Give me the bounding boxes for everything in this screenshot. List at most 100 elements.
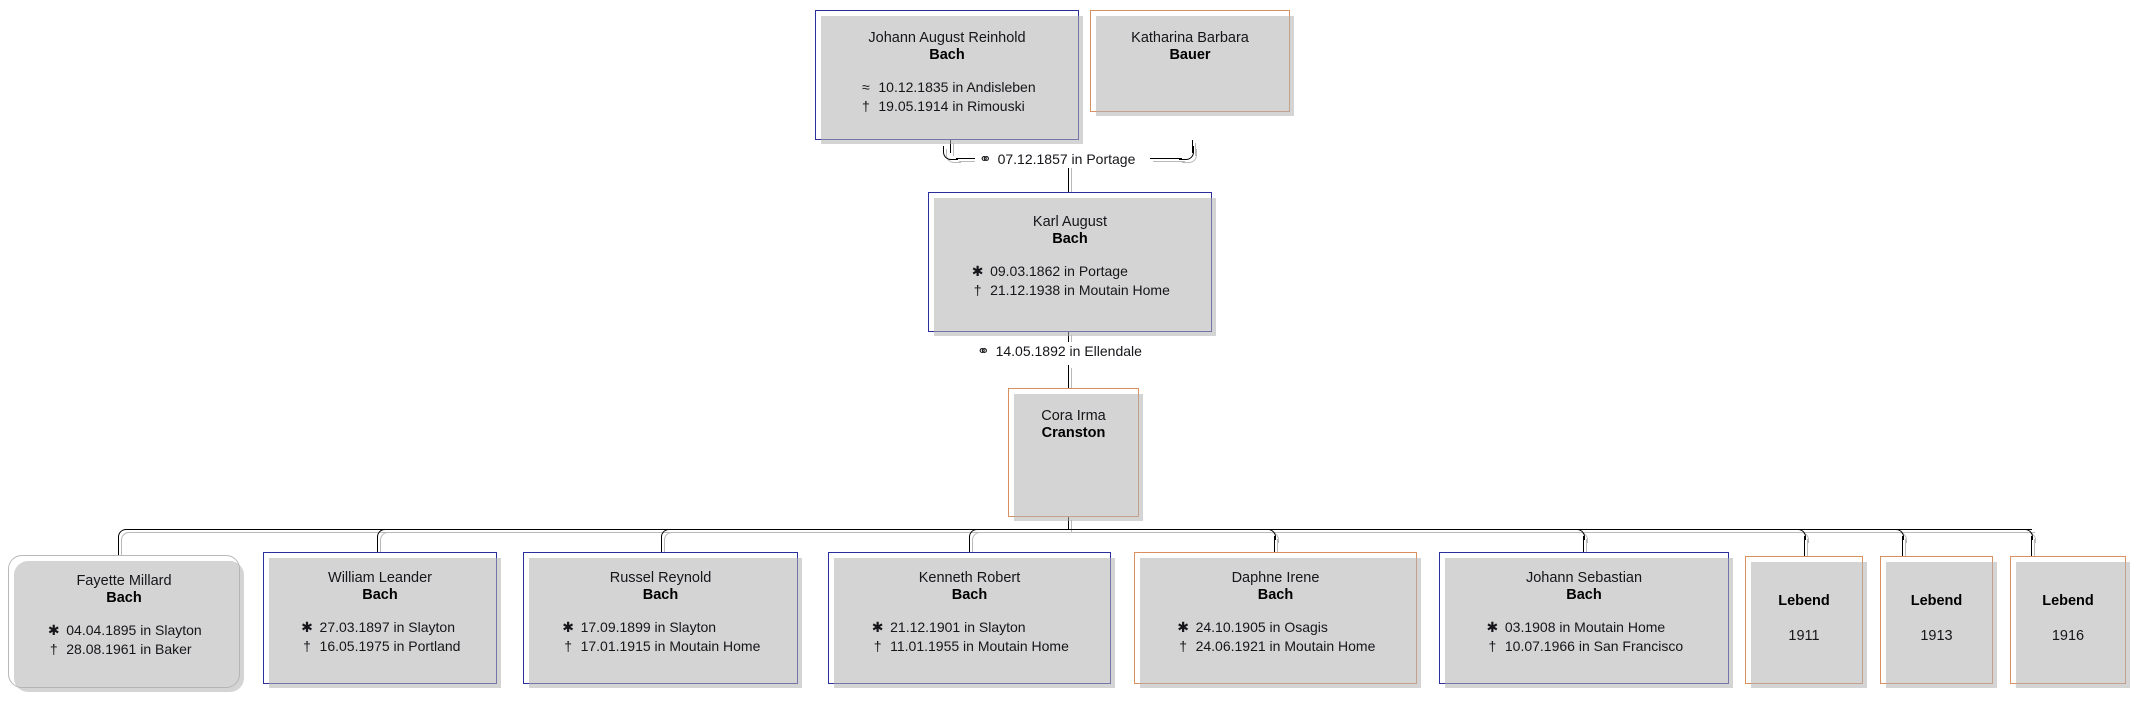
person-events: ✱ 21.12.1901 in Slayton † 11.01.1955 in … xyxy=(870,618,1069,656)
child-elbow-9 xyxy=(2022,529,2033,540)
person-box-katharina-barbara-bauer[interactable]: Katharina Barbara Bauer xyxy=(1090,10,1294,116)
event-row-birth: ✱ 17.09.1899 in Slayton xyxy=(561,618,761,637)
person-given-name: Katharina Barbara xyxy=(1131,30,1249,46)
child-drop-1 xyxy=(118,536,119,556)
person-surname: Bach xyxy=(951,587,988,603)
connector-m1-elbow-right xyxy=(1179,146,1194,160)
child-drop-4 xyxy=(969,536,970,552)
person-living-year: 1916 xyxy=(2051,628,2085,644)
person-box-lebend-1913[interactable]: Lebend 1913 xyxy=(1880,556,1997,688)
person-events: ≈ 10.12.1835 in Andisleben † 19.05.1914 … xyxy=(858,78,1036,116)
event-row-death: † 17.01.1915 in Moutain Home xyxy=(561,637,760,656)
event-row-death: † 10.07.1966 in San Francisco xyxy=(1485,637,1683,656)
person-living-year: 1913 xyxy=(1920,628,1953,644)
connector-m1-bar-right xyxy=(1150,158,1182,159)
person-given-name: Kenneth Robert xyxy=(918,570,1021,586)
person-surname: Bach xyxy=(642,587,679,603)
death-icon: † xyxy=(1179,638,1187,654)
person-box-william-leander-bach[interactable]: William Leander Bach ✱ 27.03.1897 in Sla… xyxy=(263,552,501,688)
person-box-johann-august-reinhold-bach[interactable]: Johann August Reinhold Bach ≈ 10.12.1835… xyxy=(815,10,1083,144)
event-text: 11.01.1955 in Moutain Home xyxy=(890,638,1069,654)
baptism-icon: ≈ xyxy=(862,79,870,95)
person-box-cora-irma-cranston[interactable]: Cora Irma Cranston xyxy=(1008,388,1143,521)
person-given-name: Fayette Millard xyxy=(76,573,172,589)
birth-icon: ✱ xyxy=(971,263,984,279)
child-elbow-8 xyxy=(1893,529,1904,540)
child-drop-5-shadow xyxy=(1277,539,1278,555)
child-elbow-4 xyxy=(969,529,980,540)
person-events: ✱ 24.10.1905 in Osagis † 24.06.1921 in M… xyxy=(1176,618,1376,656)
person-events: ✱ 03.1908 in Moutain Home † 10.07.1966 i… xyxy=(1485,618,1684,656)
person-box-karl-august-bach[interactable]: Karl August Bach ✱ 09.03.1862 in Portage… xyxy=(928,192,1216,336)
person-surname: Bach xyxy=(1257,587,1294,603)
event-row-baptism: ≈ 10.12.1835 in Andisleben xyxy=(858,78,1036,97)
child-elbow-6 xyxy=(1574,529,1585,540)
birth-icon: ✱ xyxy=(1177,619,1189,635)
person-surname: Bach xyxy=(106,590,142,606)
birth-icon: ✱ xyxy=(562,619,574,635)
child-elbow-7 xyxy=(1795,529,1806,540)
event-row-death: † 16.05.1975 in Portland xyxy=(300,637,461,656)
person-box-lebend-1916[interactable]: Lebend 1916 xyxy=(2010,556,2130,688)
person-living-label: Lebend xyxy=(1778,593,1830,609)
person-box-kenneth-robert-bach[interactable]: Kenneth Robert Bach ✱ 21.12.1901 in Slay… xyxy=(828,552,1115,688)
death-icon: † xyxy=(973,282,982,298)
person-box-johann-sebastian-bach[interactable]: Johann Sebastian Bach ✱ 03.1908 in Mouta… xyxy=(1439,552,1733,688)
child-drop-8-shadow xyxy=(1905,539,1906,559)
event-row-death: † 11.01.1955 in Moutain Home xyxy=(870,637,1069,656)
event-row-birth: ✱ 03.1908 in Moutain Home xyxy=(1485,618,1683,637)
event-text: 19.05.1914 in Rimouski xyxy=(878,98,1025,114)
person-box-lebend-1911[interactable]: Lebend 1911 xyxy=(1745,556,1867,688)
child-drop-2 xyxy=(377,536,378,552)
event-text: 27.03.1897 in Slayton xyxy=(319,619,455,635)
connector-m2-to-cranston-shadow xyxy=(1071,368,1072,391)
person-given-name: William Leander xyxy=(328,570,432,586)
death-icon: † xyxy=(1488,638,1497,654)
event-text: 21.12.1901 in Slayton xyxy=(890,619,1026,635)
person-surname: Bach xyxy=(1566,587,1602,603)
connector-m1-to-child-shadow xyxy=(1071,165,1072,195)
event-row-death: † 19.05.1914 in Rimouski xyxy=(858,97,1035,116)
connector-m1-elbow-left xyxy=(943,146,958,160)
person-given-name: Cora Irma xyxy=(1041,408,1106,424)
event-text: 16.05.1975 in Portland xyxy=(319,638,461,654)
child-drop-9-shadow xyxy=(2034,539,2035,559)
death-icon: † xyxy=(873,638,882,654)
child-drop-5 xyxy=(1274,536,1275,552)
child-drop-6 xyxy=(1583,536,1584,552)
person-surname: Cranston xyxy=(1041,425,1106,441)
event-text: 24.06.1921 in Moutain Home xyxy=(1195,638,1376,654)
person-living-label: Lebend xyxy=(1910,593,1963,609)
child-elbow-5 xyxy=(1265,529,1276,540)
event-text: 24.10.1905 in Osagis xyxy=(1195,619,1328,635)
birth-icon: ✱ xyxy=(1486,619,1499,635)
child-drop-8 xyxy=(1902,536,1903,556)
person-events: ✱ 04.04.1895 in Slayton † 28.08.1961 in … xyxy=(46,621,202,659)
person-box-daphne-irene-bach[interactable]: Daphne Irene Bach ✱ 24.10.1905 in Osagis… xyxy=(1134,552,1421,688)
event-row-death: † 28.08.1961 in Baker xyxy=(46,640,201,659)
death-icon: † xyxy=(564,638,572,654)
person-box-russel-reynold-bach[interactable]: Russel Reynold Bach ✱ 17.09.1899 in Slay… xyxy=(523,552,802,688)
person-living-label: Lebend xyxy=(2042,593,2094,609)
connector-m1-bar-left xyxy=(956,158,984,159)
connector-m1-bar-left-shadow xyxy=(959,161,987,162)
person-box-fayette-millard-bach[interactable]: Fayette Millard Bach ✱ 04.04.1895 in Sla… xyxy=(8,555,244,692)
person-given-name: Daphne Irene xyxy=(1231,570,1320,586)
person-events: ✱ 09.03.1862 in Portage † 21.12.1938 in … xyxy=(970,262,1170,300)
event-text: 04.04.1895 in Slayton xyxy=(66,622,202,638)
child-drop-7-shadow xyxy=(1807,539,1808,559)
child-drop-9 xyxy=(2031,536,2032,556)
birth-icon: ✱ xyxy=(871,619,884,635)
person-surname: Bauer xyxy=(1169,47,1211,63)
event-text: 21.12.1938 in Moutain Home xyxy=(990,282,1170,298)
person-events: ✱ 17.09.1899 in Slayton † 17.01.1915 in … xyxy=(561,618,761,656)
child-drop-7 xyxy=(1804,536,1805,556)
event-text: 17.09.1899 in Slayton xyxy=(580,619,717,635)
event-row-death: † 21.12.1938 in Moutain Home xyxy=(970,281,1170,300)
child-elbow-1 xyxy=(118,529,129,540)
person-events: ✱ 27.03.1897 in Slayton † 16.05.1975 in … xyxy=(300,618,461,656)
event-text: 09.03.1862 in Portage xyxy=(990,263,1128,279)
child-elbow-2 xyxy=(377,529,388,540)
connector-cranston-drop-shadow xyxy=(1071,520,1072,533)
